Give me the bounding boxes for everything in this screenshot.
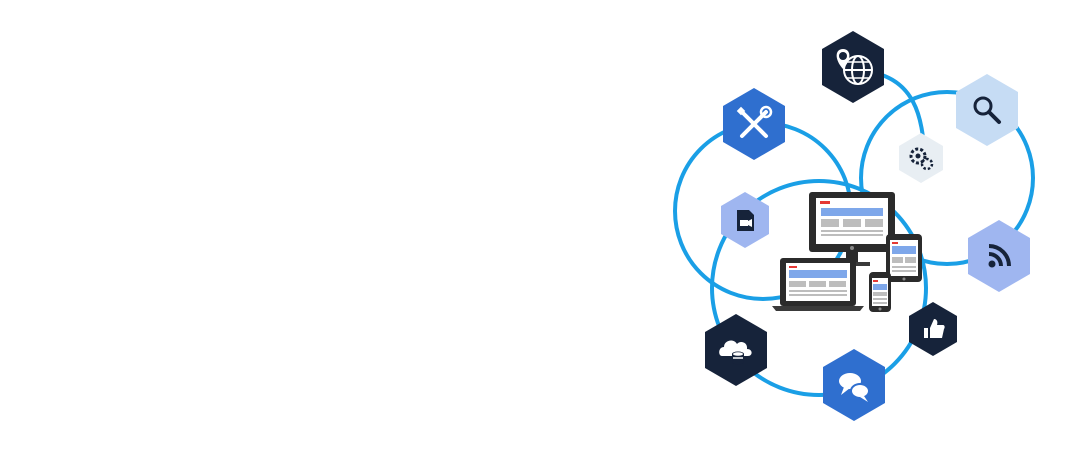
globe-location-icon (822, 31, 884, 103)
tools-icon (723, 88, 785, 160)
settings-gears-icon (899, 133, 943, 183)
devices-icon (772, 192, 922, 312)
like-icon (909, 302, 957, 356)
search-icon (956, 74, 1018, 146)
video-file-icon (721, 192, 769, 248)
chat-bubbles-icon (823, 349, 885, 421)
rss-icon (968, 220, 1030, 292)
